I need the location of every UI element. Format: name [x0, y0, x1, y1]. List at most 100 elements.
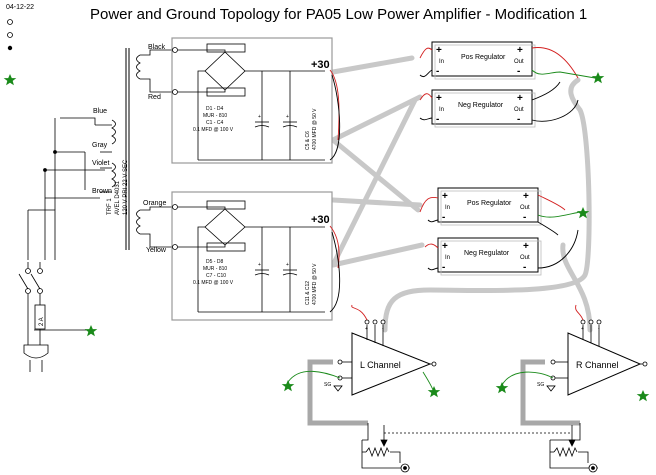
svg-text:+: + [258, 114, 261, 120]
ground-star-icon [495, 382, 509, 394]
junction-dot-icon [7, 45, 13, 51]
transformer-rating: 120 V PRI 22 V SEC [123, 159, 129, 215]
svg-text:+: + [436, 93, 442, 104]
cable-top-to-pos-reg-1 [330, 55, 415, 75]
svg-text:-: - [598, 326, 600, 332]
amp-right: R Channel + - SG [501, 304, 648, 396]
svg-text:-: - [436, 114, 439, 125]
power-supply-2: +30 + + D5 - D8 MUR - 810 C7 - C10 0.1 M… [171, 191, 341, 321]
wire-label-brown: Brown [92, 188, 112, 195]
svg-text:-: - [436, 66, 439, 77]
ground-star-icon [3, 74, 17, 86]
diagram-title: Power and Ground Topology for PA05 Low P… [90, 6, 587, 23]
regulator-wiring [419, 47, 596, 271]
svg-text:Out: Out [520, 205, 530, 211]
psu-2-diodes: D5 - D8 [206, 259, 223, 265]
psu-2-caps: C7 - C10 [206, 273, 226, 279]
psu-2-cap-value: 0.1 MFD @ 100 V [193, 280, 234, 286]
wire-label-violet: Violet [92, 160, 109, 167]
psu-1-diodes: D1 - D4 [206, 106, 223, 112]
psu-2-diode-part: MUR - 810 [203, 266, 227, 272]
svg-text:Out: Out [520, 255, 530, 261]
wire-label-black: Black [148, 44, 166, 51]
signal-cable-left [307, 359, 368, 426]
regulator-pos-1: + - + - In Out Pos Regulator [431, 41, 536, 80]
svg-text:+: + [523, 241, 529, 252]
svg-text:In: In [445, 255, 450, 261]
svg-text:+: + [365, 326, 368, 332]
wire-label-yellow: Yellow [146, 247, 167, 254]
svg-text:+: + [286, 114, 289, 120]
psu-1-enclosure [171, 37, 333, 164]
power-supply-1: +30 + + D1 - D4 MUR - 810 C1 - C4 0.1 MF… [171, 37, 341, 164]
psu-1-caps: C1 - C4 [206, 120, 223, 126]
signal-cable-right [520, 359, 580, 426]
ground-star-icon [84, 325, 98, 337]
signal-cables [307, 359, 580, 426]
transformer-secondaries [136, 49, 172, 248]
fuse-label: 2 A [39, 317, 45, 326]
power-cables [330, 55, 593, 333]
svg-text:Out: Out [514, 107, 524, 113]
svg-text:+: + [523, 191, 529, 202]
psu-2-filter-caps: C11 & C12 [305, 281, 311, 305]
svg-text:+: + [442, 241, 448, 252]
left-channel-label: L Channel [360, 360, 401, 370]
mains-input [18, 262, 88, 372]
regulator-neg-2: + - + - In Out Neg Regulator [437, 237, 542, 276]
volume-pot-right [549, 423, 598, 473]
svg-text:SG: SG [537, 382, 544, 388]
cable-top-to-neg-reg-1 [330, 94, 423, 143]
volume-pot-left [361, 423, 410, 473]
psu-1-cap-value: 0.1 MFD @ 100 V [193, 127, 234, 133]
wire-label-red: Red [148, 94, 161, 101]
svg-text:+: + [286, 262, 289, 268]
reg-neg-1-label: Neg Regulator [458, 102, 504, 109]
svg-text:-: - [382, 326, 384, 332]
svg-text:-: - [517, 114, 520, 125]
psu-1-filter-caps: C5 & C6 [305, 131, 311, 150]
date-label: 04-12-22 [6, 4, 34, 11]
transformer-id: TRF 1 [107, 198, 113, 215]
svg-text:+: + [442, 191, 448, 202]
psu-1-output-label: +30 [311, 59, 330, 71]
transformer-part: AVEL D4031 [115, 180, 121, 215]
svg-text:-: - [442, 262, 445, 273]
svg-text:+: + [258, 262, 261, 268]
psu-2-filter-value: 4700 MFD @ 50 V [312, 263, 318, 305]
svg-text:+: + [581, 326, 584, 332]
psu-1-filter-value: 4700 MFD @ 50 V [312, 108, 318, 150]
svg-text:-: - [523, 262, 526, 273]
cable-bot-to-neg-reg-2 [330, 242, 425, 268]
amp-left: L Channel + - SG [287, 304, 437, 396]
transformer-primary [27, 117, 116, 260]
ground-star-icon [427, 386, 441, 398]
open-node-icon [7, 19, 13, 25]
ground-star-icon [281, 380, 295, 392]
wire-label-blue: Blue [93, 108, 107, 115]
svg-text:SG: SG [324, 382, 331, 388]
psu-2-enclosure [171, 191, 333, 321]
svg-text:-: - [517, 66, 520, 77]
psu-2-output-label: +30 [311, 214, 330, 226]
svg-text:+: + [436, 45, 442, 56]
psu-1-diode-part: MUR - 810 [203, 113, 227, 119]
right-channel-label: R Channel [576, 360, 619, 370]
svg-text:In: In [445, 205, 450, 211]
svg-text:Out: Out [514, 59, 524, 65]
svg-text:-: - [442, 212, 445, 223]
cable-reg-to-right-channel [560, 242, 593, 333]
reg-pos-2-label: Pos Regulator [467, 200, 512, 207]
wire-label-orange: Orange [143, 200, 166, 207]
cable-bot-to-neg-reg-1 [330, 97, 418, 268]
svg-text:In: In [439, 59, 444, 65]
transformer-core [125, 48, 130, 250]
open-node-icon [7, 32, 13, 38]
reg-neg-2-label: Neg Regulator [464, 250, 510, 257]
wire-label-gray: Gray [92, 142, 108, 149]
cable-reg-to-left-channel [382, 77, 592, 333]
svg-text:-: - [523, 212, 526, 223]
ground-star-icon [636, 390, 650, 402]
